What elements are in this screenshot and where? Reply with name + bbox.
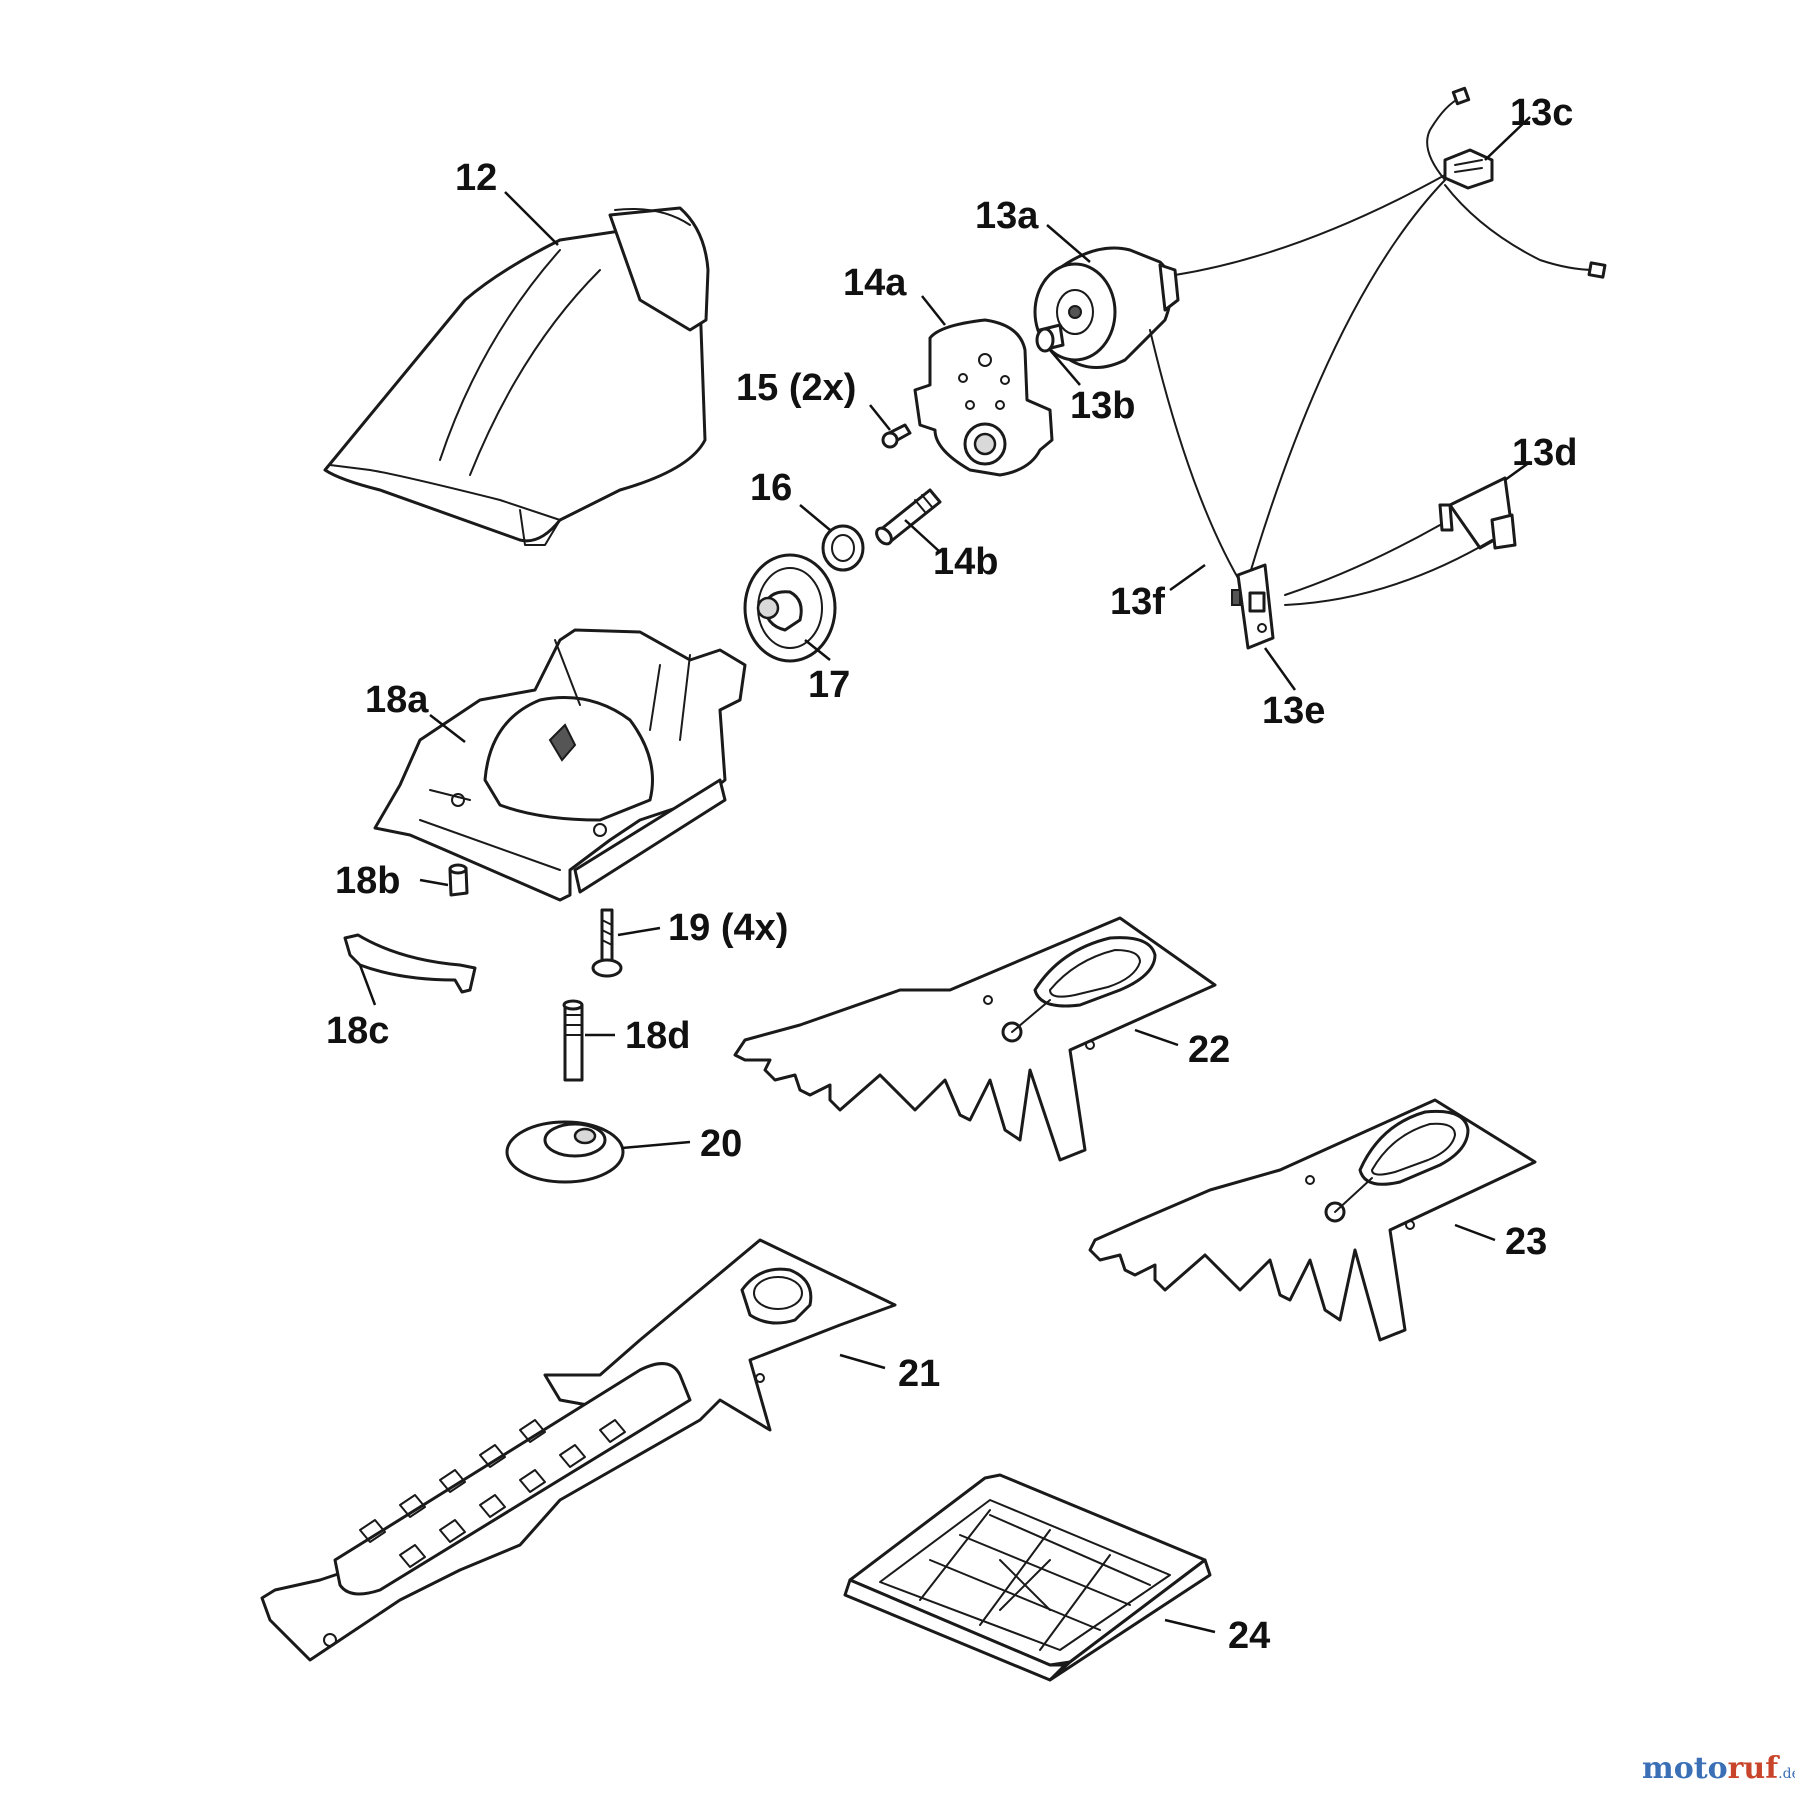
leader-13d	[1504, 460, 1531, 482]
label-18b: 18b	[335, 860, 400, 902]
leader-18b	[419, 878, 449, 887]
leader-20	[621, 1140, 691, 1150]
part-labels: 12 13a 13b 13c 13d 13e 13f 14a 14b 15 (2…	[326, 92, 1577, 1657]
part-18c-clip	[343, 933, 477, 994]
part-13b-motor-shaft	[1035, 323, 1065, 353]
leader-21	[839, 1353, 886, 1370]
leader-14b	[904, 519, 941, 553]
label-24: 24	[1228, 1615, 1270, 1657]
label-17: 17	[808, 664, 850, 706]
leader-22	[1134, 1028, 1179, 1047]
label-13d: 13d	[1512, 432, 1577, 474]
label-13b: 13b	[1070, 385, 1135, 427]
part-21-hedge-blade	[260, 1238, 897, 1662]
leader-18a	[429, 714, 466, 743]
part-13-wiring-harness	[1149, 86, 1607, 591]
part-13d-contact-plate	[1284, 476, 1517, 606]
part-16-washer	[821, 524, 865, 572]
label-18d: 18d	[625, 1015, 690, 1057]
label-18a: 18a	[365, 679, 429, 721]
leader-16	[799, 504, 831, 531]
part-13a-motor	[1033, 246, 1180, 369]
leader-23	[1454, 1223, 1496, 1242]
leader-14a	[921, 295, 946, 326]
part-17-gear	[743, 553, 837, 663]
part-12-housing-cover	[323, 206, 710, 546]
leader-lines	[358, 116, 1531, 1634]
part-23-shrub-blade	[1088, 1098, 1537, 1342]
part-15-screw	[881, 423, 912, 449]
leader-13a	[1046, 224, 1091, 263]
leader-18c	[358, 964, 377, 1006]
watermark-suffix: .de	[1778, 1766, 1795, 1782]
part-20-eccentric-disc	[505, 1120, 625, 1184]
watermark-text: motoruf.de	[1642, 1751, 1795, 1786]
label-21: 21	[898, 1353, 940, 1395]
leader-19	[617, 926, 661, 937]
leader-13e	[1263, 647, 1297, 691]
part-18b-pin	[448, 863, 469, 897]
part-22-shrub-blade	[733, 916, 1217, 1162]
label-19: 19 (4x)	[668, 907, 788, 949]
label-18c: 18c	[326, 1010, 389, 1052]
label-23: 23	[1505, 1221, 1547, 1263]
leader-13c	[1484, 116, 1531, 161]
part-14b-gear-pin	[875, 488, 942, 546]
label-13a: 13a	[975, 195, 1039, 237]
part-18a-gear-housing	[373, 628, 747, 902]
part-18d-shaft	[562, 999, 584, 1082]
watermark-part1: moto	[1642, 1751, 1728, 1786]
leader-15	[869, 404, 891, 431]
watermark-part2: ruf	[1728, 1751, 1781, 1786]
leader-13b	[1049, 349, 1081, 386]
part-14a-gear-plate	[913, 318, 1054, 477]
leader-13f	[1169, 563, 1206, 592]
label-22: 22	[1188, 1029, 1230, 1071]
part-13e-switch	[1231, 563, 1275, 650]
label-13c: 13c	[1510, 92, 1573, 134]
label-13e: 13e	[1262, 690, 1325, 732]
leader-12	[504, 191, 559, 246]
label-14b: 14b	[933, 541, 998, 583]
part-19-screw	[591, 908, 623, 978]
label-14a: 14a	[843, 262, 907, 304]
label-13f: 13f	[1110, 581, 1165, 623]
part-24-base-tray	[843, 1473, 1212, 1682]
leader-17	[804, 639, 831, 661]
label-16: 16	[750, 467, 792, 509]
label-15: 15 (2x)	[736, 367, 856, 409]
label-20: 20	[700, 1123, 742, 1165]
leader-24	[1164, 1618, 1216, 1634]
watermark-logo: motoruf.de	[1642, 1751, 1795, 1786]
label-12: 12	[455, 157, 497, 199]
